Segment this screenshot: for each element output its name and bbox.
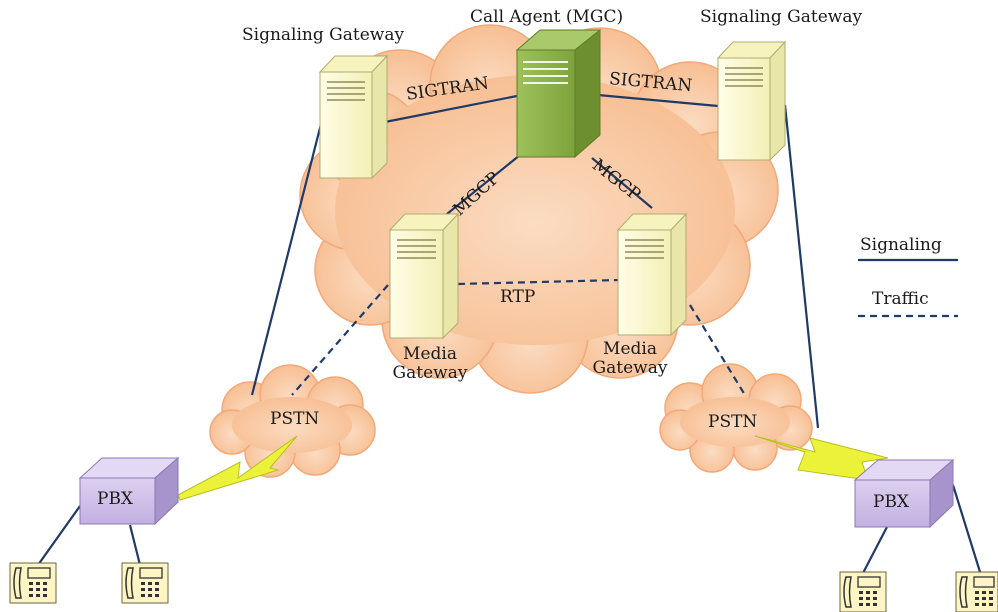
rtp-label: RTP bbox=[500, 287, 536, 307]
telephone-icon bbox=[9, 562, 57, 604]
legend-signaling-label: Signaling bbox=[860, 235, 942, 255]
pstn-cloud-right bbox=[659, 363, 813, 473]
media-gateway-server-right bbox=[616, 212, 688, 337]
traffic-links bbox=[291, 278, 958, 396]
pstn-cloud-left bbox=[209, 364, 376, 478]
pstn-label-left: PSTN bbox=[270, 409, 320, 429]
pstn-signaling-left bbox=[250, 119, 324, 396]
lightning-right bbox=[754, 435, 889, 481]
telephone-icon bbox=[121, 562, 169, 604]
signaling-gateway-label-right: Signaling Gateway bbox=[700, 7, 863, 27]
traffic-link-left bbox=[291, 284, 389, 396]
sigtran-link-right bbox=[597, 93, 719, 108]
call-agent-label: Call Agent (MGC) bbox=[470, 7, 624, 27]
legend-traffic-label: Traffic bbox=[872, 289, 929, 309]
media-gateway-server-left bbox=[388, 212, 460, 340]
signaling-gateway-server-right bbox=[716, 40, 787, 162]
pbx-box-right bbox=[853, 458, 955, 529]
pstn-signaling-right bbox=[783, 104, 820, 429]
rtp-link bbox=[457, 278, 621, 286]
sigtran-link-left bbox=[384, 93, 523, 124]
lightning-left bbox=[177, 435, 298, 501]
media-gateway-label-left: Media Gateway bbox=[390, 345, 470, 382]
phone-link-4 bbox=[951, 484, 982, 573]
mgcp-link-right bbox=[591, 157, 653, 209]
media-gateway-label-right-line2: Gateway bbox=[592, 357, 668, 378]
telephone-icon bbox=[955, 571, 998, 612]
phone-link-3 bbox=[861, 524, 889, 576]
call-agent-server bbox=[515, 28, 602, 159]
telephone-icon bbox=[839, 571, 887, 612]
pbx-box-left bbox=[78, 456, 180, 526]
media-gateway-label-right: Media Gateway bbox=[590, 340, 670, 377]
signaling-gateway-server-left bbox=[318, 54, 389, 180]
signaling-gateway-label-left: Signaling Gateway bbox=[242, 25, 405, 45]
phone-link-1 bbox=[37, 505, 81, 566]
signaling-links bbox=[37, 93, 982, 576]
media-gateway-label-right-line1: Media bbox=[603, 339, 657, 359]
pbx-label-right: PBX bbox=[873, 492, 910, 512]
pstn-label-right: PSTN bbox=[708, 412, 758, 432]
media-gateway-label-left-line2: Gateway bbox=[392, 362, 468, 383]
media-gateway-label-left-line1: Media bbox=[403, 344, 457, 364]
phone-link-2 bbox=[128, 524, 142, 566]
pbx-label-left: PBX bbox=[97, 489, 134, 509]
mgcp-link-left bbox=[441, 154, 521, 219]
traffic-link-right bbox=[689, 304, 746, 396]
